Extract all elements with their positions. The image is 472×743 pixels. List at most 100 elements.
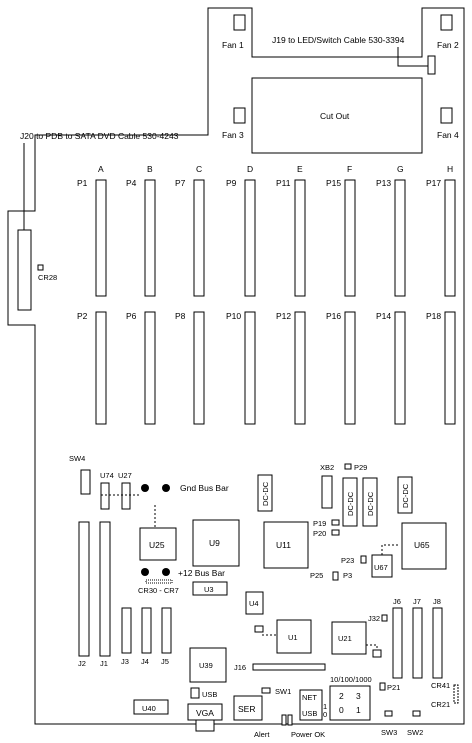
fan3-label: Fan 3 xyxy=(222,130,244,140)
p23-label: P23 xyxy=(341,556,354,565)
p23-connector xyxy=(360,555,367,564)
alert-led xyxy=(281,714,287,726)
dimm-letter-3: D xyxy=(247,164,253,174)
vga-label: VGA xyxy=(196,708,214,718)
j1-label: J1 xyxy=(100,659,108,668)
top-slot-label-1: P4 xyxy=(126,178,137,188)
dimm-slot-group: AP1P2BP4P6CP7P8DP9P10EP11P12FP15P16GP13P… xyxy=(77,164,456,425)
j2-label: J2 xyxy=(78,659,86,668)
cr21-label: CR21 xyxy=(431,700,450,709)
u40-chip xyxy=(133,699,169,715)
u25-label: U25 xyxy=(149,540,165,550)
fan4-icon xyxy=(440,107,453,124)
j20-connector xyxy=(17,229,32,311)
j3-label: J3 xyxy=(121,657,129,666)
power-ok-label: Power OK xyxy=(291,730,325,739)
u21-leader xyxy=(366,644,378,650)
alert-label: Alert xyxy=(254,730,270,739)
u21-chip xyxy=(331,621,367,655)
sw2-label: SW2 xyxy=(407,728,423,737)
u74-label: U74 xyxy=(100,471,114,480)
u27-label: U27 xyxy=(118,471,132,480)
j4-connector xyxy=(141,607,152,654)
dimm-letter-6: G xyxy=(397,164,404,174)
dcdc-1 xyxy=(257,474,273,512)
bottom-slot-label-3: P10 xyxy=(226,311,241,321)
gnd-bus-stud-1 xyxy=(141,484,149,492)
usb-label: USB xyxy=(302,709,317,718)
p29-label: P29 xyxy=(354,463,367,472)
bottom-dimm-slot-5 xyxy=(344,311,356,425)
j5-label: J5 xyxy=(161,657,169,666)
fan3-icon xyxy=(233,107,246,124)
top-dimm-slot-6 xyxy=(394,179,406,297)
ser-port xyxy=(233,695,263,721)
fan1-icon xyxy=(233,14,246,31)
dcdc-4 xyxy=(397,476,413,514)
p25-label: P25 xyxy=(310,571,323,580)
top-dimm-slot-4 xyxy=(294,179,306,297)
u74-chip xyxy=(100,482,110,510)
dimm-letter-4: E xyxy=(297,164,303,174)
j5-connector xyxy=(161,607,172,654)
j6-connector xyxy=(392,607,403,679)
top-slot-label-6: P13 xyxy=(376,178,391,188)
u4-label: U4 xyxy=(249,599,259,608)
u67-chip xyxy=(371,554,393,578)
top-slot-label-2: P7 xyxy=(175,178,186,188)
p19-connector xyxy=(331,519,340,526)
dcdc-3 xyxy=(362,477,378,527)
p29-connector xyxy=(344,463,352,470)
j8-connector xyxy=(432,607,443,679)
u25-chip xyxy=(139,527,177,561)
cr30-cr7-led-array xyxy=(145,579,173,584)
fan1-label: Fan 1 xyxy=(222,40,244,50)
dimm-letter-1: B xyxy=(147,164,153,174)
dcdc-2-label: DC-DC xyxy=(346,491,355,516)
cr28-label: CR28 xyxy=(38,273,57,282)
net-port-1: 1 xyxy=(356,705,361,715)
bottom-dimm-slot-0 xyxy=(95,311,107,425)
u65-chip xyxy=(401,522,447,570)
top-dimm-slot-0 xyxy=(95,179,107,297)
sw4-switch xyxy=(80,469,91,495)
gnd-bus-label: Gnd Bus Bar xyxy=(180,483,229,493)
top-dimm-slot-7 xyxy=(444,179,456,297)
dimm-letter-2: C xyxy=(196,164,202,174)
dcdc-4-label: DC-DC xyxy=(401,483,410,508)
cutout-label: Cut Out xyxy=(320,111,350,121)
j16-connector xyxy=(252,663,326,671)
vga-flange xyxy=(195,719,215,732)
p25-connector xyxy=(332,571,339,581)
j4-label: J4 xyxy=(141,657,149,666)
cutout-region xyxy=(251,77,423,154)
xb2-chip xyxy=(321,475,333,509)
plus12-bus-stud-2 xyxy=(162,568,170,576)
dcdc-3-label: DC-DC xyxy=(366,491,375,516)
cr28-led xyxy=(37,264,44,271)
net-port-2: 2 xyxy=(339,691,344,701)
plus12-bus-label: +12 Bus Bar xyxy=(178,568,225,578)
p21-label: P21 xyxy=(387,683,400,692)
net-usb-port-num-0: 0 xyxy=(323,710,327,719)
top-dimm-slot-1 xyxy=(144,179,156,297)
u3-chip xyxy=(192,581,228,596)
bottom-dimm-slot-6 xyxy=(394,311,406,425)
u11-label: U11 xyxy=(276,540,291,550)
usb8-port xyxy=(190,687,200,699)
u3-label: U3 xyxy=(204,585,214,594)
bottom-slot-label-6: P14 xyxy=(376,311,391,321)
cr30-cr7-label: CR30 - CR7 xyxy=(138,586,179,595)
net-speed-label: 10/100/1000 xyxy=(330,675,372,684)
net-label: NET xyxy=(302,693,317,702)
u21-label: U21 xyxy=(338,634,352,643)
bottom-dimm-slot-2 xyxy=(193,311,205,425)
bottom-dimm-slot-7 xyxy=(444,311,456,425)
bottom-slot-label-5: P16 xyxy=(326,311,341,321)
dcdc-2 xyxy=(342,477,358,527)
top-dimm-slot-5 xyxy=(344,179,356,297)
cr41-cr21-leds xyxy=(453,684,459,704)
top-slot-label-4: P11 xyxy=(276,178,291,188)
dimm-letter-0: A xyxy=(98,164,104,174)
